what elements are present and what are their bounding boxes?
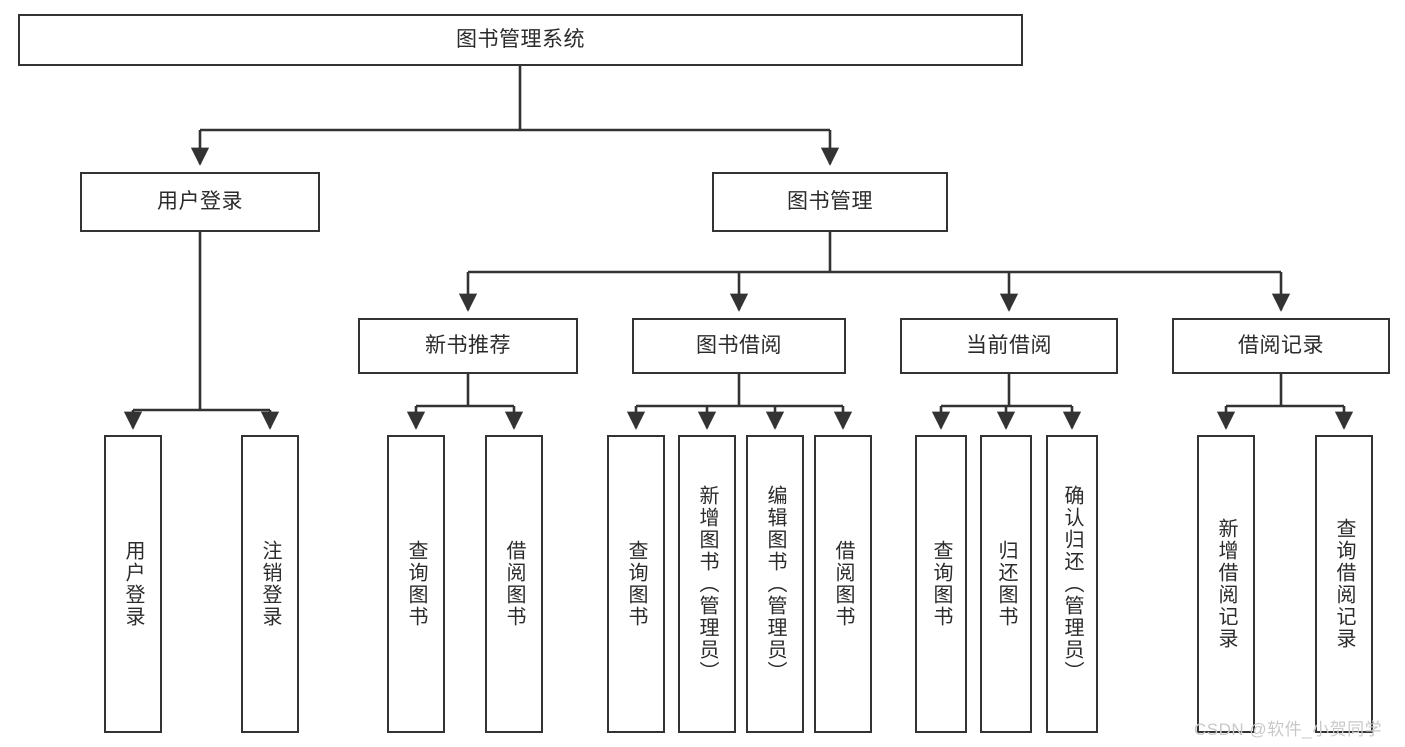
node-label: 图书管理: [787, 189, 873, 213]
node-label: 归还图书: [995, 540, 1017, 628]
node-leaf-add-book-admin[interactable]: 新增图书（管理员）: [678, 435, 736, 733]
node-system-root[interactable]: 图书管理系统: [18, 14, 1023, 66]
node-current-borrow[interactable]: 当前借阅: [900, 318, 1118, 374]
node-label: 图书管理系统: [456, 27, 585, 51]
node-leaf-borrow-books-recommend[interactable]: 借阅图书: [485, 435, 543, 733]
node-label: 用户登录: [122, 540, 144, 628]
node-leaf-return-books[interactable]: 归还图书: [980, 435, 1032, 733]
node-leaf-edit-book-admin[interactable]: 编辑图书（管理员）: [746, 435, 804, 733]
node-leaf-query-books-borrow[interactable]: 查询图书: [607, 435, 665, 733]
node-label: 图书借阅: [696, 333, 782, 357]
node-book-management[interactable]: 图书管理: [712, 172, 948, 232]
node-leaf-logout-login[interactable]: 注销登录: [241, 435, 299, 733]
node-label: 注销登录: [259, 540, 281, 628]
node-new-book-recommend[interactable]: 新书推荐: [358, 318, 578, 374]
node-label: 用户登录: [157, 189, 243, 213]
node-label: 借阅图书: [503, 540, 525, 628]
node-leaf-borrow-books[interactable]: 借阅图书: [814, 435, 872, 733]
node-label: 查询图书: [405, 540, 427, 628]
node-label: 查询借阅记录: [1333, 518, 1355, 650]
node-book-borrow[interactable]: 图书借阅: [632, 318, 846, 374]
node-label: 新书推荐: [425, 333, 511, 357]
node-leaf-query-books-recommend[interactable]: 查询图书: [387, 435, 445, 733]
node-label: 查询图书: [930, 540, 952, 628]
node-leaf-query-borrow-record[interactable]: 查询借阅记录: [1315, 435, 1373, 733]
node-leaf-user-login[interactable]: 用户登录: [104, 435, 162, 733]
node-user-login[interactable]: 用户登录: [80, 172, 320, 232]
node-leaf-query-books-current[interactable]: 查询图书: [915, 435, 967, 733]
node-label: 确认归还（管理员）: [1061, 485, 1083, 683]
node-leaf-confirm-return-admin[interactable]: 确认归还（管理员）: [1046, 435, 1098, 733]
node-label: 新增图书（管理员）: [696, 485, 718, 683]
node-leaf-add-borrow-record[interactable]: 新增借阅记录: [1197, 435, 1255, 733]
node-label: 新增借阅记录: [1215, 518, 1237, 650]
node-label: 借阅图书: [832, 540, 854, 628]
node-label: 当前借阅: [966, 333, 1052, 357]
node-label: 编辑图书（管理员）: [764, 485, 786, 683]
node-label: 借阅记录: [1238, 333, 1324, 357]
node-label: 查询图书: [625, 540, 647, 628]
node-borrow-record[interactable]: 借阅记录: [1172, 318, 1390, 374]
